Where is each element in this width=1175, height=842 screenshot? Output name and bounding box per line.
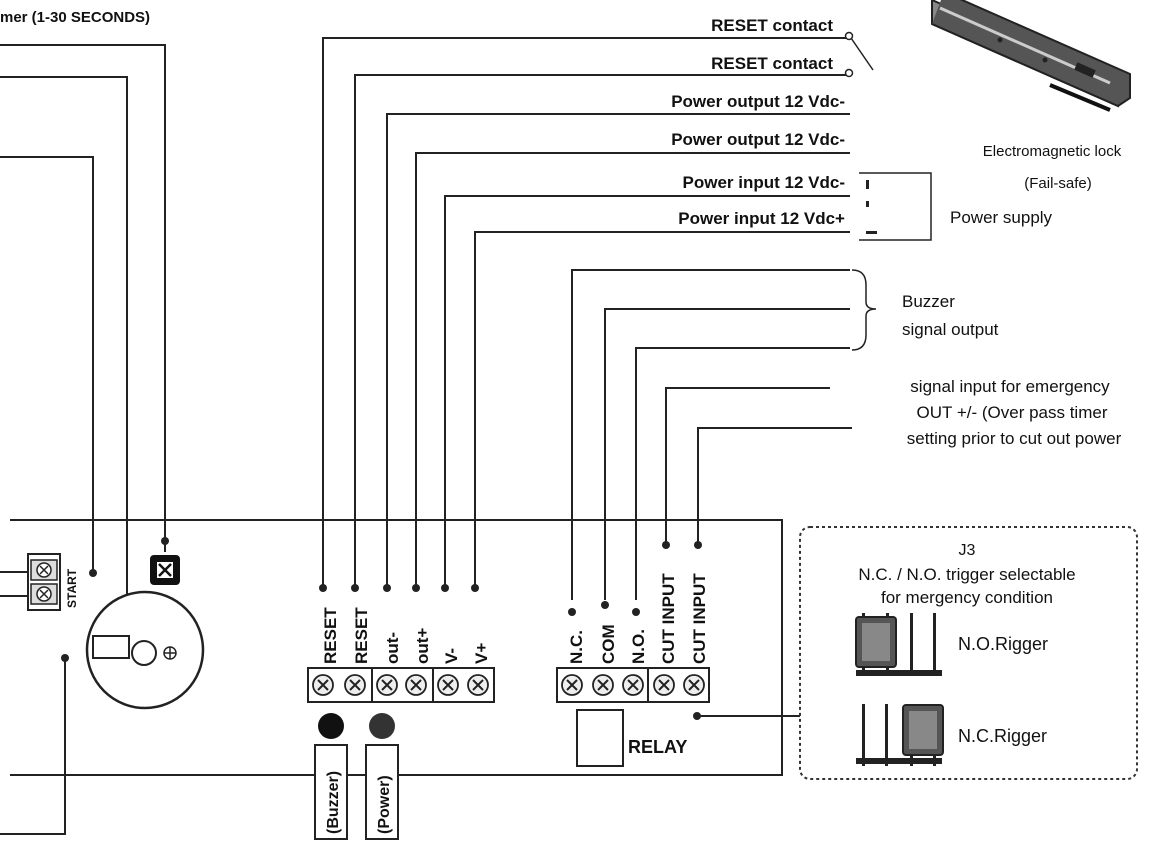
timer-switch-icon bbox=[150, 555, 180, 585]
wire-v-neg bbox=[444, 195, 850, 585]
terminal-label-v-neg: V- bbox=[442, 648, 461, 664]
j3-line-2: for mergency condition bbox=[881, 588, 1053, 607]
contact-point bbox=[844, 31, 854, 41]
wire-dots-right bbox=[568, 541, 702, 616]
buzzer-label-2: signal output bbox=[902, 320, 999, 339]
electromagnetic-lock-icon bbox=[931, 0, 1131, 112]
screw-terminal bbox=[622, 674, 644, 696]
wire-reset-2 bbox=[354, 74, 846, 585]
terminal-block-left bbox=[307, 667, 495, 703]
terminal-label-cut-input-1: CUT INPUT bbox=[659, 573, 678, 664]
jumper-no-icon bbox=[855, 613, 942, 676]
power-led-tag bbox=[365, 744, 399, 840]
wire-bottom-left bbox=[0, 658, 66, 835]
wire-no bbox=[635, 347, 850, 600]
screw-terminal bbox=[683, 674, 705, 696]
power-input-pos-label: Power input 12 Vdc+ bbox=[678, 209, 845, 228]
screw-terminal bbox=[376, 674, 398, 696]
j3-title: J3 bbox=[959, 542, 976, 559]
wire-out-neg bbox=[386, 113, 850, 585]
screw-terminals bbox=[312, 674, 705, 696]
power-supply-icon bbox=[859, 172, 932, 241]
screw-terminal bbox=[653, 674, 675, 696]
terminal-label-reset-2: RESET bbox=[352, 607, 371, 664]
j3-line-1: N.C. / N.O. trigger selectable bbox=[858, 565, 1075, 584]
wire-nc bbox=[571, 269, 850, 600]
buzzer-led-label: (Buzzer) bbox=[325, 771, 342, 834]
reset-switch-lever bbox=[850, 37, 874, 71]
wire-knob bbox=[0, 76, 128, 630]
emergency-label-3: setting prior to cut out power bbox=[907, 429, 1122, 448]
terminal-labels-left: RESET RESET out- out+ V- V+ bbox=[321, 607, 491, 664]
contact-point bbox=[844, 68, 854, 78]
screw-terminal bbox=[561, 674, 583, 696]
wire-dot bbox=[161, 537, 169, 545]
relay-icon bbox=[576, 709, 624, 767]
terminal-label-com: COM bbox=[599, 624, 618, 664]
no-rigger-label: N.O.Rigger bbox=[958, 634, 1048, 654]
power-output-label-1: Power output 12 Vdc- bbox=[671, 92, 845, 111]
wire-v-pos bbox=[474, 231, 850, 585]
lock-label-2: (Fail-safe) bbox=[1024, 175, 1092, 192]
j3-panel bbox=[799, 526, 1138, 780]
terminal-label-no: N.O. bbox=[629, 629, 648, 664]
power-output-label-2: Power output 12 Vdc- bbox=[671, 130, 845, 149]
power-input-neg-label: Power input 12 Vdc- bbox=[683, 173, 845, 192]
screw-terminal bbox=[312, 674, 334, 696]
wire-start bbox=[0, 156, 94, 572]
screw-terminal bbox=[592, 674, 614, 696]
buzzer-brace bbox=[851, 269, 877, 351]
buzzer-led-icon bbox=[318, 713, 344, 739]
wire-dot bbox=[61, 654, 69, 662]
power-supply-label: Power supply bbox=[950, 208, 1053, 227]
wire-dots-left bbox=[319, 584, 479, 592]
lock-label-1: Electromagnetic lock bbox=[983, 143, 1122, 160]
screw-terminal bbox=[437, 674, 459, 696]
terminal-label-reset-1: RESET bbox=[321, 607, 340, 664]
relay-label: RELAY bbox=[628, 737, 687, 757]
timer-knob-icon bbox=[85, 590, 205, 710]
wire-cut-input-2 bbox=[697, 427, 852, 545]
wire-dot bbox=[89, 569, 97, 577]
terminal-label-out-pos: out+ bbox=[413, 628, 432, 664]
terminal-labels-right: N.C. COM N.O. CUT INPUT CUT INPUT bbox=[567, 573, 709, 664]
start-terminal-block bbox=[0, 553, 61, 611]
terminal-label-out-neg: out- bbox=[383, 632, 402, 664]
screw-terminal bbox=[344, 674, 366, 696]
power-led-label: (Power) bbox=[376, 775, 393, 834]
buzzer-label-1: Buzzer bbox=[902, 292, 955, 311]
wire-com bbox=[604, 308, 850, 600]
power-led-icon bbox=[369, 713, 395, 739]
timer-label: mer (1-30 SECONDS) bbox=[0, 9, 150, 26]
nc-rigger-label: N.C.Rigger bbox=[958, 726, 1047, 746]
screw-terminal bbox=[405, 674, 427, 696]
wire-cut-input-1 bbox=[665, 387, 830, 545]
wire-timer bbox=[0, 44, 166, 552]
emergency-label-2: OUT +/- (Over pass timer bbox=[917, 403, 1108, 422]
wire-out-pos bbox=[415, 152, 850, 585]
wire-reset-1 bbox=[322, 37, 846, 585]
buzzer-led-tag bbox=[314, 744, 348, 840]
screw-terminal bbox=[467, 674, 489, 696]
reset-contact-label-1: RESET contact bbox=[711, 16, 833, 35]
terminal-label-nc: N.C. bbox=[567, 630, 586, 664]
emergency-label-1: signal input for emergency bbox=[910, 377, 1110, 396]
reset-contact-label-2: RESET contact bbox=[711, 54, 833, 73]
terminal-label-cut-input-2: CUT INPUT bbox=[690, 573, 709, 664]
jumper-nc-icon bbox=[856, 704, 944, 766]
start-label: START bbox=[65, 568, 79, 608]
terminal-label-v-pos: V+ bbox=[472, 643, 491, 664]
